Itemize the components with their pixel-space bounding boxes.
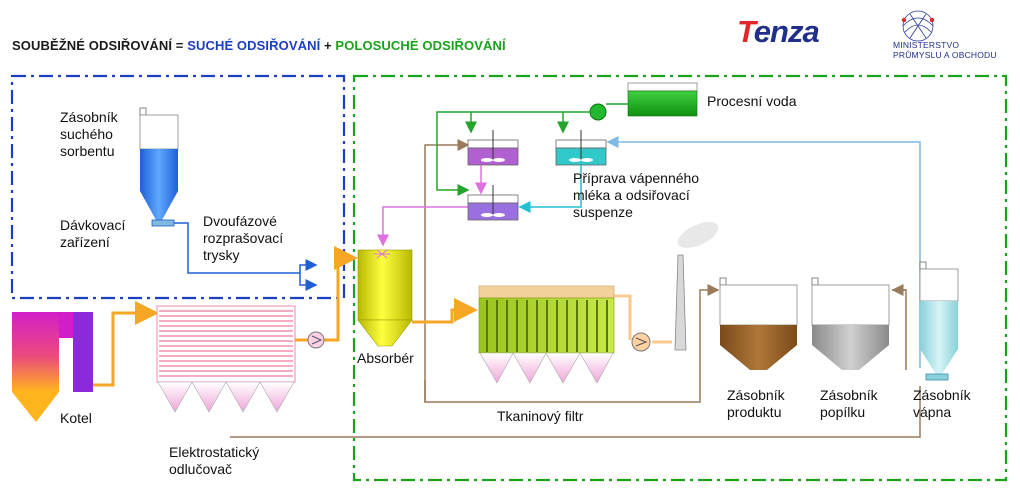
mixing-tank-3: [467, 185, 519, 221]
boiler: [12, 312, 93, 422]
ash-tank: [811, 277, 890, 370]
title-plus: +: [324, 38, 332, 53]
absorber-label: Absorbér: [357, 350, 414, 366]
water-pump-icon: [589, 103, 607, 121]
sorbent-line: [174, 222, 318, 274]
flue-gas-line-5: [614, 294, 632, 340]
absorber: [357, 249, 413, 347]
flue-gas-fan-icon: [307, 331, 325, 349]
dry-sorbent-tank: [139, 107, 179, 227]
esp-label: Elektrostatický odlučovač: [169, 444, 260, 477]
title-prefix: SOUBĚŽNÉ ODSIŘOVÁNÍ =: [12, 38, 184, 53]
lime-milk-line: [518, 165, 582, 213]
nozzles-label: Dvoufázové rozprašovací trysky: [203, 213, 284, 263]
return-line: [230, 386, 921, 438]
recirculation-line: [424, 139, 470, 402]
ash-return-line: [892, 289, 907, 370]
product-tank-label: Zásobník produktu: [727, 387, 785, 420]
dosing-label: Dávkovací zařízení: [60, 217, 126, 250]
process-water-label: Procesní voda: [707, 93, 797, 109]
title-dry: SUCHÉ ODSIŘOVÁNÍ: [187, 38, 321, 53]
dry-desulfurization-box: [10, 74, 346, 300]
boiler-label: Kotel: [60, 410, 92, 426]
ministry-logo-icon: [901, 10, 935, 42]
chimney-stack: [674, 222, 719, 351]
water-line-2: [436, 111, 590, 196]
lime-milk-label: Příprava vápenného mléka a odsiřovací su…: [573, 170, 700, 220]
dry-sorbent-tank-label: Zásobník suchého sorbentu: [60, 109, 118, 159]
semidry-desulfurization-box: [352, 74, 1008, 482]
ash-tank-label: Zásobník popílku: [820, 387, 878, 420]
tenza-logo: Tenza: [737, 14, 820, 49]
ministry-label: MINISTERSTVO PRŮMYSLU A OBCHODU: [893, 40, 997, 60]
exhaust-fan-icon: [631, 332, 651, 352]
fabric-filter: [478, 285, 615, 384]
mixing-tank-1: [467, 130, 519, 166]
lime-tank-label: Zásobník vápna: [913, 387, 971, 420]
flue-gas-line-4: [412, 298, 478, 324]
title-semidry: POLOSUCHÉ ODSIŘOVÁNÍ: [335, 38, 506, 53]
fabric-filter-label: Tkaninový filtr: [497, 408, 584, 424]
product-tank: [719, 277, 798, 370]
diagram-title: SOUBĚŽNÉ ODSIŘOVÁNÍ = SUCHÉ ODSIŘOVÁNÍ +…: [12, 38, 506, 53]
process-water-tank: [627, 82, 698, 117]
flue-gas-line-1: [93, 301, 159, 387]
lime-tank: [919, 261, 959, 381]
mixing-tank-2: [555, 130, 607, 166]
sorbent-line-2: [299, 273, 318, 291]
electrostatic-precipitator: [156, 305, 296, 413]
suspension-feed-line: [377, 206, 468, 247]
flue-gas-line-3: [324, 246, 358, 342]
